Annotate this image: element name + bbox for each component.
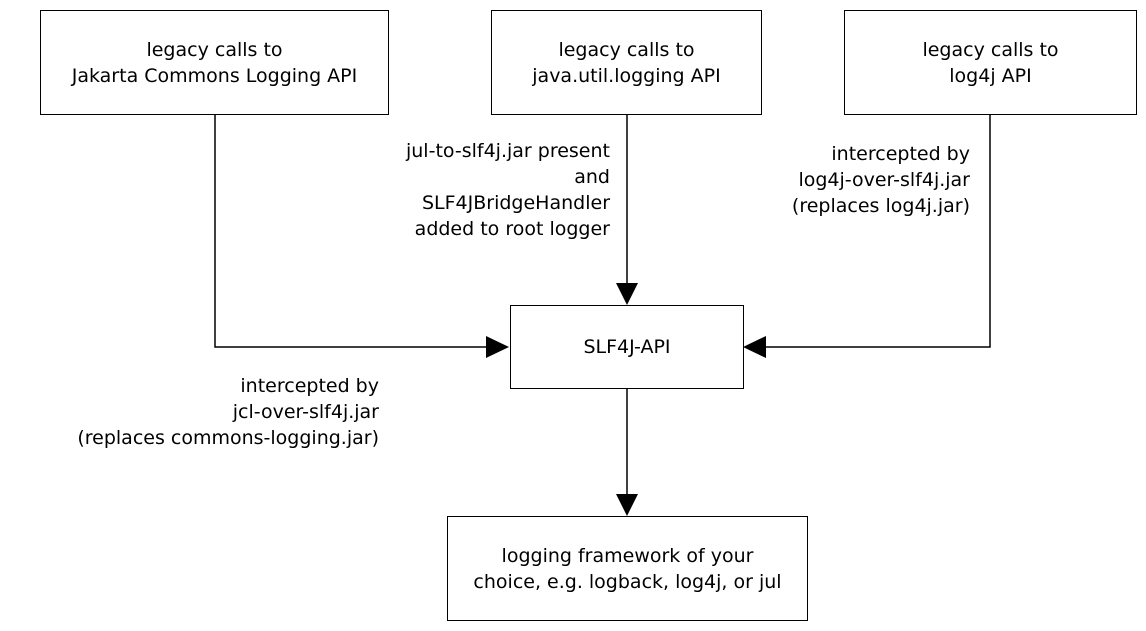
edge-jcl-to-slf4j [214, 115, 509, 358]
node-log4j-source: legacy calls to log4j API [844, 10, 1137, 115]
node-jcl-source: legacy calls to Jakarta Commons Logging … [40, 10, 389, 115]
node-jul-source: legacy calls to java.util.logging API [491, 10, 762, 115]
arrowhead-jul [616, 283, 638, 305]
node-logging-framework: logging framework of your choice, e.g. l… [447, 516, 808, 621]
label-jul-bridge: jul-to-slf4j.jar present and SLF4JBridge… [405, 140, 610, 240]
label-log4j-bridge: intercepted by log4j-over-slf4j.jar (rep… [791, 143, 970, 217]
node-slf4j-api: SLF4J-API [510, 305, 744, 389]
arrowhead-jcl [486, 336, 509, 358]
arrowhead-log4j [743, 336, 766, 358]
edge-log4j-to-slf4j [743, 115, 991, 358]
arrowhead-framework [616, 494, 638, 516]
edge-slf4j-to-framework [616, 388, 638, 516]
label-jcl-bridge: intercepted by jcl-over-slf4j.jar (repla… [77, 375, 379, 449]
edge-jul-to-slf4j [616, 115, 638, 305]
